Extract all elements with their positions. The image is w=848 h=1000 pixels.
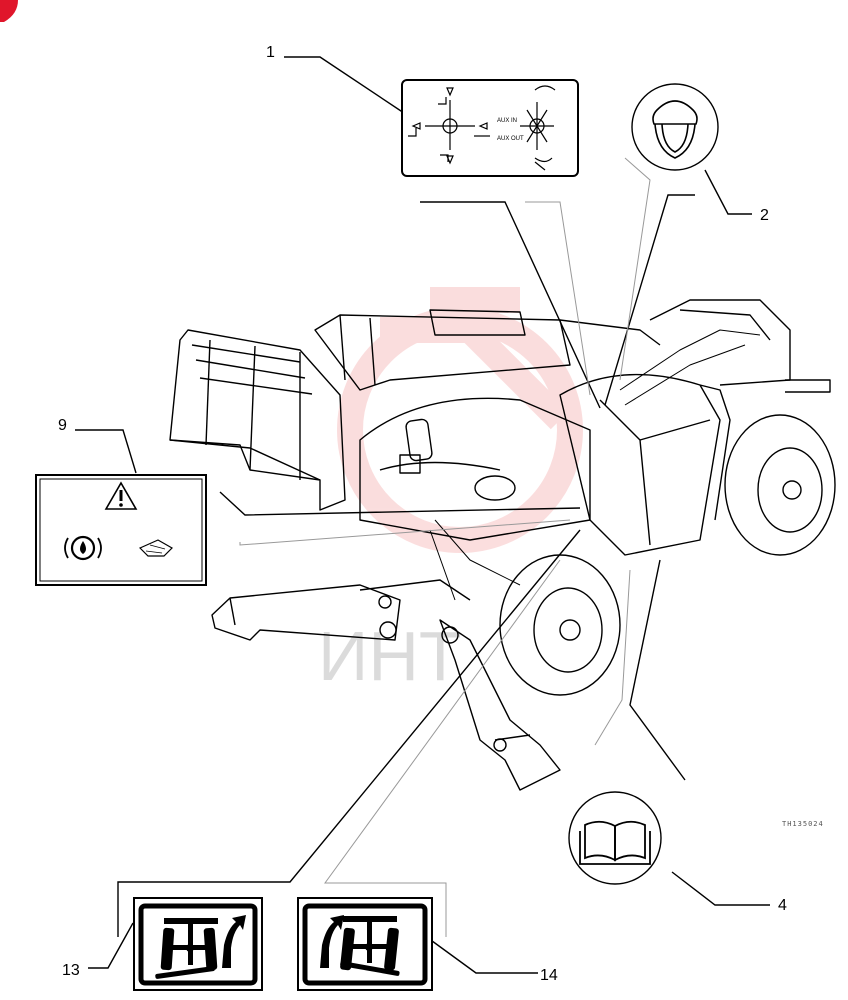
callout-14: 14 bbox=[540, 967, 558, 984]
telehandler-machine bbox=[169, 299, 836, 791]
hard-hat-icon bbox=[652, 100, 698, 159]
leader-lines bbox=[75, 56, 770, 974]
read-manual-book-icon bbox=[579, 820, 651, 865]
watermark-text: ИНТ bbox=[318, 617, 462, 695]
decal-13-steering-mode bbox=[133, 897, 263, 991]
corner-badge-icon bbox=[0, 0, 18, 22]
aux-out-label: AUX OUT bbox=[497, 136, 524, 142]
callout-9: 9 bbox=[58, 417, 67, 434]
decal-2-hard-hat bbox=[631, 83, 719, 171]
callout-1: 1 bbox=[266, 44, 275, 61]
callout-4: 4 bbox=[778, 897, 787, 914]
decal-9-warning bbox=[35, 474, 207, 586]
decal-4-read-manual bbox=[568, 791, 662, 885]
steering-mode-right-icon bbox=[320, 915, 400, 976]
joystick-controls-icon bbox=[408, 85, 556, 171]
steering-mode-left-icon bbox=[155, 915, 246, 979]
warning-brake-manual-icon bbox=[64, 481, 173, 561]
watermark-logo bbox=[337, 287, 583, 553]
decal-14-steering-mode bbox=[297, 897, 433, 991]
aux-in-label: AUX IN bbox=[497, 118, 517, 124]
callout-13: 13 bbox=[62, 962, 80, 979]
callout-2: 2 bbox=[760, 207, 769, 224]
drawing-reference: TH135024 bbox=[782, 820, 824, 828]
decal-1-joystick-controls: AUX IN AUX OUT bbox=[401, 79, 579, 177]
